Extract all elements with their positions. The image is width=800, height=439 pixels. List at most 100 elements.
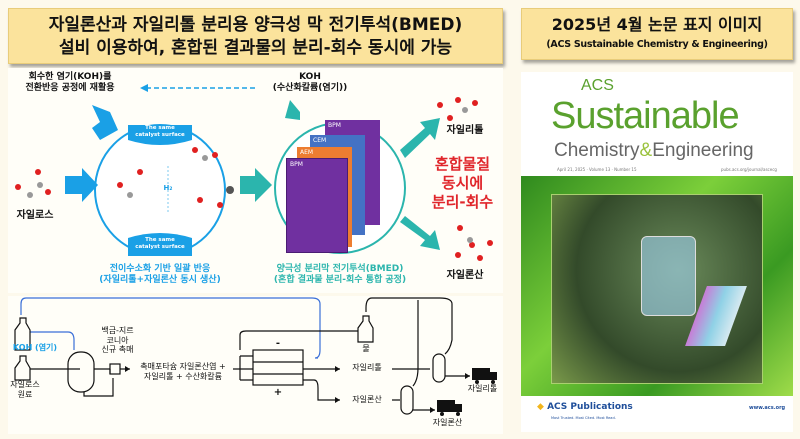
- right-caption: 양극성 분리막 전기투석(BMED)(혼합 결과물 분리-회수 통합 공정): [255, 264, 425, 286]
- purifier-xylonic: [400, 385, 414, 415]
- out-arrow-xylonic: [400, 216, 440, 250]
- acs-publications-logo: ◆ ACS Publications: [537, 402, 633, 413]
- mixture-label: 촉매포타슘 자일론산염 +자일리톨 + 수산화칼륨: [128, 362, 238, 381]
- bmed-outlets: [303, 368, 340, 401]
- bmed-inlets: [233, 330, 358, 381]
- koh-bottle: [14, 317, 31, 351]
- cover-tagline: Most Trusted. Most Cited. Most Read.: [551, 416, 616, 420]
- cathode-sign: -: [275, 338, 281, 349]
- process-graphics: [14, 297, 497, 416]
- koh-label: KOH(수산화칼륨(염기)): [255, 72, 365, 94]
- catalyst-line2: 코니아: [106, 335, 129, 345]
- truck-xylonic-label: 자일론산: [432, 418, 463, 427]
- molecule-inner: [117, 147, 234, 208]
- truck-xylitol-label: 자일리톨: [467, 384, 498, 393]
- membrane-label: CEM: [313, 137, 327, 144]
- water-bottle: [357, 315, 374, 343]
- catalyst-line1: 백금-지르: [101, 326, 134, 335]
- truck-icon-xylonic: [437, 400, 462, 416]
- bmed-stack: [252, 349, 304, 386]
- koh-outflow-arrow: [285, 100, 300, 120]
- membrane-label: BPM: [328, 122, 341, 129]
- right-title-box: 2025년 4월 논문 표지 이미지 (ACS Sustainable Chem…: [521, 8, 793, 60]
- cover-amp: &: [639, 140, 653, 161]
- xylitol-to-purifier: [392, 368, 430, 401]
- right-title-line2: (ACS Sustainable Chemistry & Engineering…: [546, 39, 768, 50]
- koh-recycle-line: [20, 297, 321, 359]
- koh-line1: KOH: [299, 72, 321, 82]
- cover-chem-eng: Chemistry&Engineering: [554, 140, 754, 162]
- left-caption: 전이수소화 기반 일괄 반응(자일리톨+자일론산 동시 생산): [80, 264, 240, 286]
- cover-reactor-vessel: [641, 236, 696, 316]
- koh-feed-line: [30, 331, 75, 350]
- recycle-line1: 회수한 염기(KOH)를: [28, 72, 112, 82]
- catalyst-bottom-line2: catalyst surface: [135, 243, 185, 250]
- h2-label: H₂: [163, 184, 173, 192]
- acs-diamond-icon: ◆: [537, 402, 544, 412]
- journal-cover: ACS Sustainable Chemistry&Engineering Ap…: [521, 72, 793, 432]
- inflow-arrow: [92, 105, 118, 140]
- process-panel: [8, 296, 503, 434]
- catalyst-line3: 신규 촉매: [101, 345, 134, 355]
- catalyst-bottom-shape: [128, 233, 192, 256]
- koh-line2: (수산화칼륨(염기)): [272, 82, 348, 93]
- recycle-line2: 전환반응 공정에 재활용: [25, 82, 115, 93]
- cover-issue: April 21, 2025 · Volume 13 · Number 15: [557, 167, 637, 172]
- out-arrow-xylitol: [400, 118, 440, 158]
- cover-chemistry: Chemistry: [554, 140, 640, 161]
- left-title-line2: 설비 이용하여, 혼합된 결과물의 분리-회수 동시에 가능: [58, 38, 453, 58]
- catalyst-top-shape: [128, 125, 192, 145]
- left-caption-line2: (자일리톨+자일론산 동시 생산): [99, 274, 221, 285]
- xylose-feed-line2: 원료: [17, 389, 33, 399]
- result-line3: 분리-회수: [431, 193, 494, 211]
- molecule-xylose: [15, 169, 51, 198]
- cover-artwork: [521, 176, 793, 396]
- bmed-lines: [253, 361, 303, 375]
- membrane-bpm-front: BPM: [286, 158, 348, 253]
- cover-engineering: Engineering: [652, 140, 754, 161]
- reactor: [67, 351, 95, 393]
- left-caption-line1: 전이수소화 기반 일괄 반응: [109, 264, 211, 274]
- membrane-label: BPM: [290, 161, 303, 168]
- right-caption-line2: (혼합 결과물 분리-회수 통합 공정): [273, 274, 407, 285]
- reactor-loop: [83, 368, 114, 397]
- publisher-name: ACS Publications: [547, 402, 633, 412]
- membrane-label: AEM: [300, 149, 314, 156]
- purifier-xylitol: [432, 353, 446, 383]
- catalyst-bottom-line1: The same: [145, 237, 175, 243]
- anode-sign: +: [273, 387, 283, 398]
- right-title-line1: 2025년 4월 논문 표지 이미지: [551, 15, 763, 34]
- molecule-xylonic: [455, 225, 493, 261]
- xylitol-label: 자일리톨: [446, 125, 484, 136]
- transfer-arrow: [240, 168, 272, 202]
- filter: [109, 363, 121, 375]
- catalyst-top-line1: The same: [145, 125, 175, 131]
- xylose-arrow: [65, 168, 98, 202]
- recycle-water: [365, 297, 453, 387]
- result-line2: 동시에: [441, 174, 484, 192]
- koh-base-label: KOH (염기): [12, 343, 58, 352]
- catalyst-top-line2: catalyst surface: [135, 131, 185, 138]
- right-caption-line1: 양극성 분리막 전기투석(BMED): [276, 264, 404, 274]
- arrowheads: [125, 366, 470, 413]
- water-label: 물: [362, 344, 370, 353]
- molecule-xylitol: [437, 97, 478, 121]
- left-title-box: 자일론산과 자일리톨 분리용 양극성 막 전기투석(BMED) 설비 이용하여,…: [8, 8, 503, 64]
- xylose-bottle: [14, 355, 31, 381]
- xylose-label: 자일로스: [16, 210, 54, 221]
- left-title-line1: 자일론산과 자일리톨 분리용 양극성 막 전기투석(BMED): [48, 15, 463, 35]
- cover-site: www.acs.org: [749, 405, 786, 411]
- truck-icon-xylitol: [472, 368, 497, 384]
- xylonic-stream-label: 자일론산: [352, 395, 382, 404]
- xylose-feed-line1: 자일로스: [10, 380, 40, 389]
- xylitol-stream-label: 자일리톨: [352, 363, 382, 372]
- result-line1: 혼합물질: [434, 155, 491, 173]
- cover-acs: ACS: [581, 77, 614, 94]
- diagram-graphics: [15, 84, 493, 261]
- cover-url: pubs.acs.org/journal/ascecg: [721, 167, 777, 172]
- recycle-arrowhead: [140, 84, 148, 92]
